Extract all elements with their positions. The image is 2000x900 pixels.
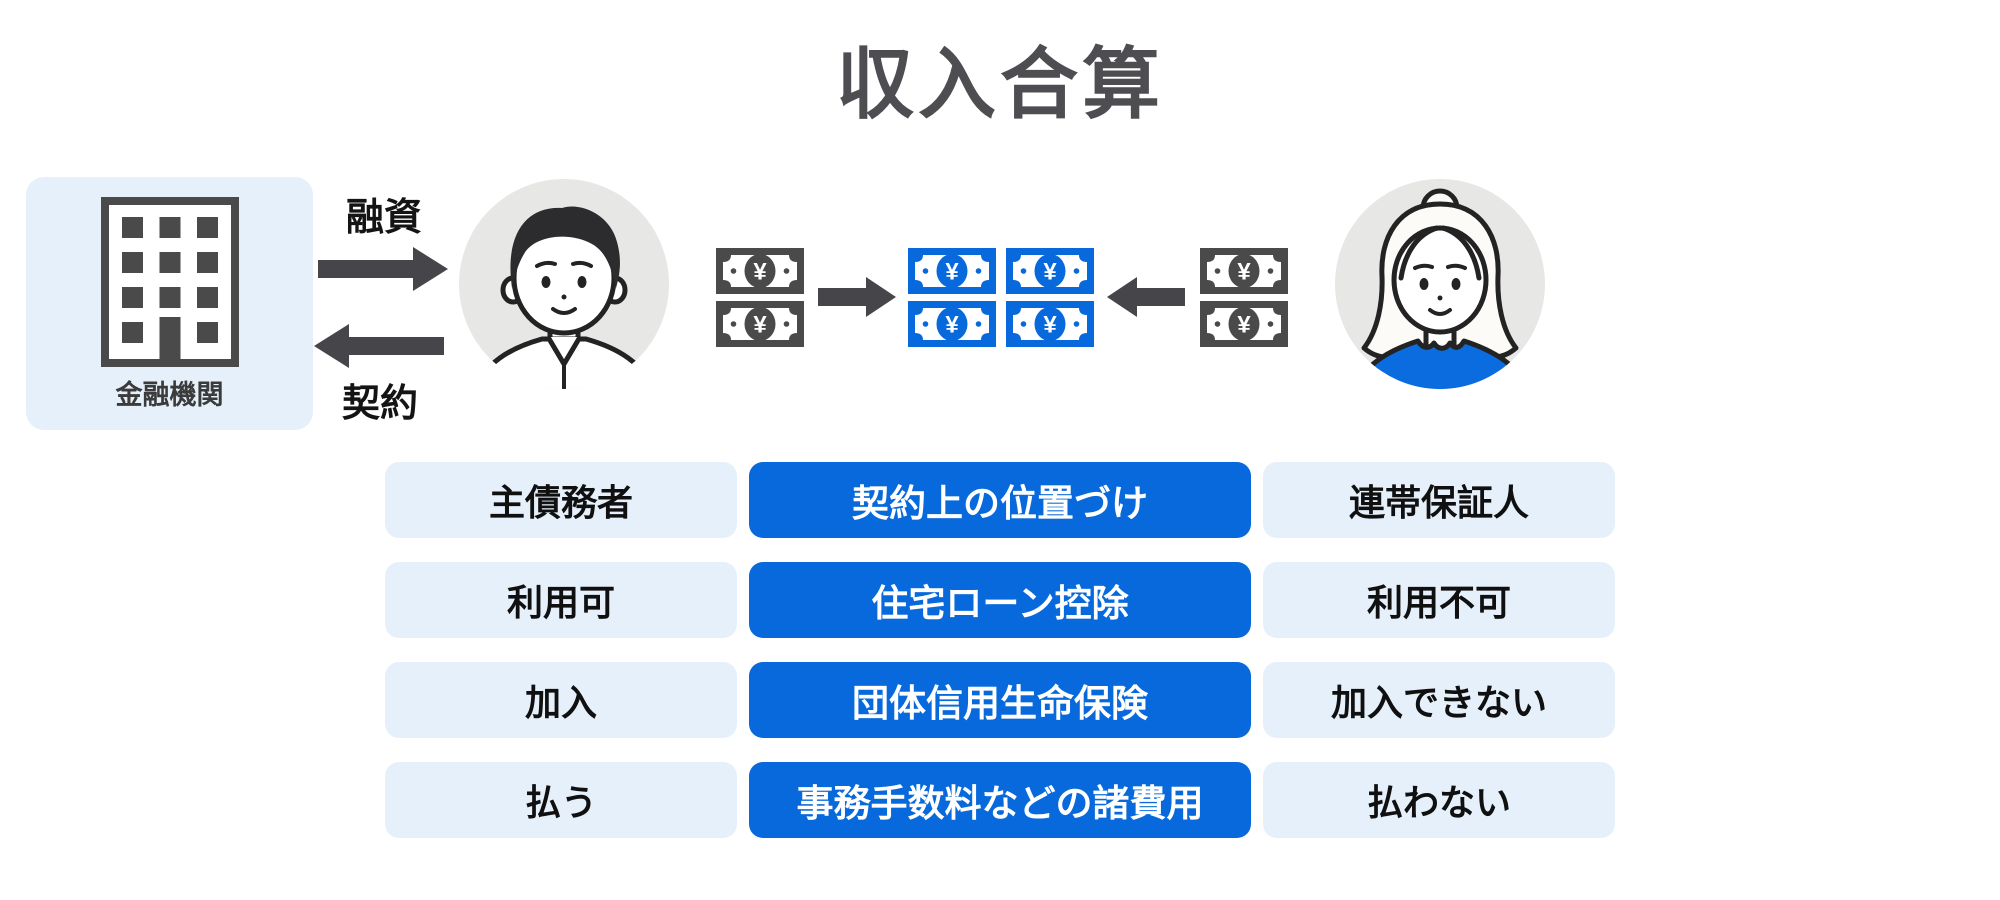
table-cell-left: 加入 [385,662,737,738]
table-cell-right: 払わない [1263,762,1615,838]
yen-bill-icon [716,301,804,347]
bank-panel: 金融機関 [26,177,313,430]
table-cell-right: 連帯保証人 [1263,462,1615,538]
contract-label: 契約 [341,383,418,425]
pooled-yen-bill-icon [908,301,996,347]
table-cell-category: 住宅ローン控除 [749,562,1251,638]
yen-bill-icon [1200,248,1288,294]
money-flow-left-arrow-icon [1107,277,1185,317]
bank-building-icon [100,197,239,367]
pooled-yen-bill-icon [1006,301,1094,347]
table-cell-category: 契約上の位置づけ [749,462,1251,538]
pooled-yen-bill-icon [1006,248,1094,294]
money-flow-right-arrow-icon [818,277,896,317]
table-cell-category: 事務手数料などの諸費用 [749,762,1251,838]
bank-label: 金融機関 [115,380,224,410]
table-cell-category: 団体信用生命保険 [749,662,1251,738]
table-cell-left: 主債務者 [385,462,737,538]
table-cell-left: 払う [385,762,737,838]
table-cell-right: 利用不可 [1263,562,1615,638]
table-cell-right: 加入できない [1263,662,1615,738]
loan-label: 融資 [345,197,422,239]
wife-avatar [1335,179,1545,389]
yen-bill-icon [1200,301,1288,347]
table-cell-left: 利用可 [385,562,737,638]
pooled-yen-bill-icon [908,248,996,294]
page-title: 収入合算 [835,40,1164,128]
husband-avatar [459,179,669,389]
loan-arrow-icon [318,247,448,291]
contract-arrow-icon [314,324,444,368]
yen-bill-icon [716,248,804,294]
